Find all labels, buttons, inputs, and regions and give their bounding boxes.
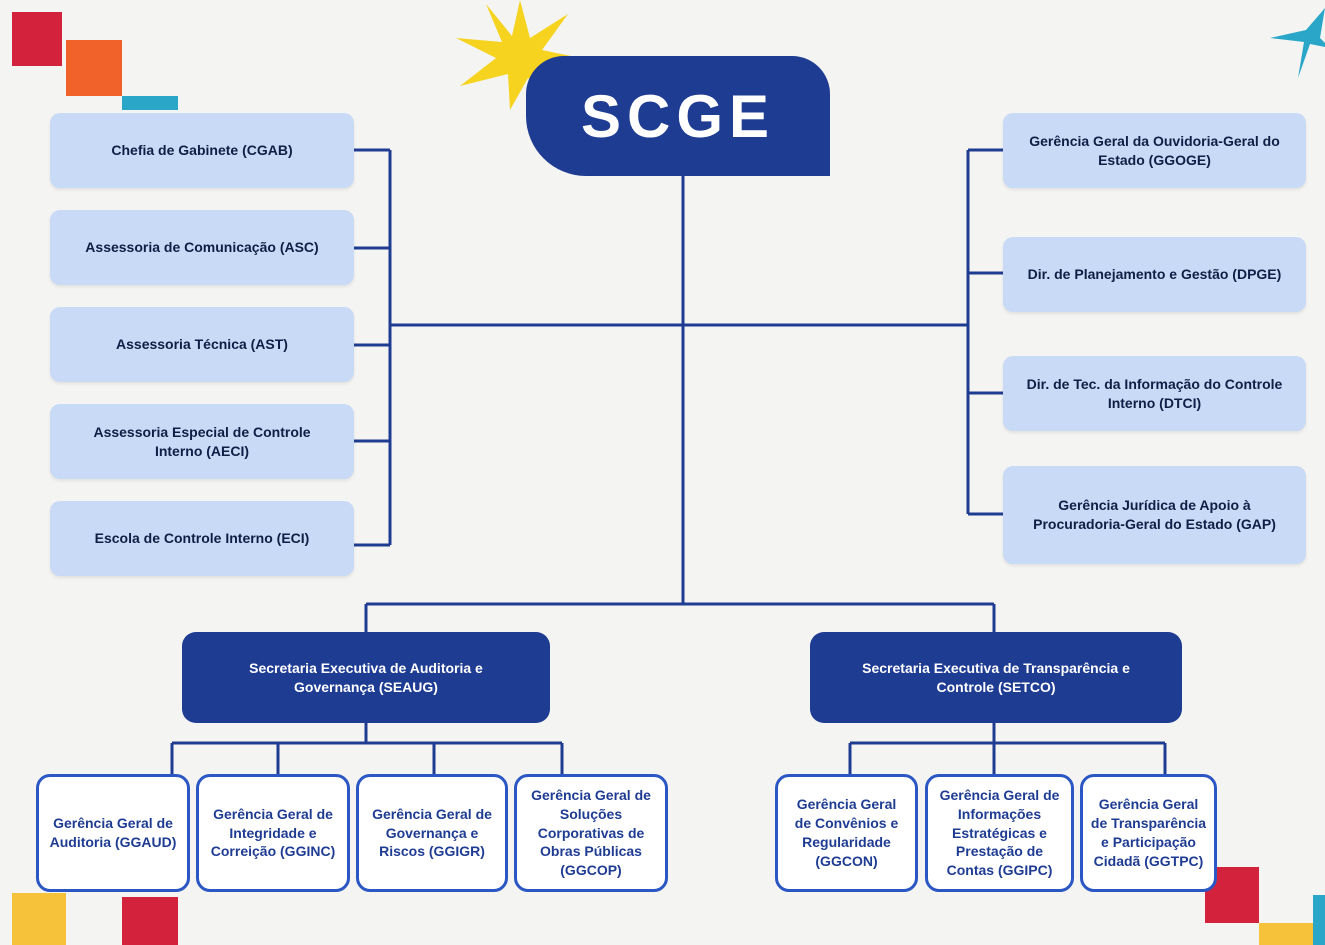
bottom-right-decoration bbox=[1205, 867, 1325, 945]
unit-ggcop: Gerência Geral de Soluções Corporativas … bbox=[514, 774, 668, 892]
unit-aeci: Assessoria Especial de Controle Interno … bbox=[50, 404, 354, 479]
top-left-decoration bbox=[12, 12, 178, 110]
unit-dtci: Dir. de Tec. da Informação do Controle I… bbox=[1003, 356, 1306, 431]
scge-header: SCGE bbox=[526, 56, 830, 176]
unit-gginc: Gerência Geral de Integridade e Correiçã… bbox=[196, 774, 350, 892]
unit-ggcon: Gerência Geral de Convênios e Regularida… bbox=[775, 774, 918, 892]
bottom-left-decoration bbox=[12, 893, 178, 945]
unit-dpge: Dir. de Planejamento e Gestão (DPGE) bbox=[1003, 237, 1306, 312]
secretariat-setco: Secretaria Executiva de Transparência e … bbox=[810, 632, 1182, 723]
unit-ggipc: Gerência Geral de Informações Estratégic… bbox=[925, 774, 1074, 892]
unit-gap: Gerência Jurídica de Apoio à Procuradori… bbox=[1003, 466, 1306, 564]
top-right-star-icon bbox=[1270, 8, 1325, 78]
unit-eci: Escola de Controle Interno (ECI) bbox=[50, 501, 354, 576]
secretariat-seaug: Secretaria Executiva de Auditoria e Gove… bbox=[182, 632, 550, 723]
unit-asc: Assessoria de Comunicação (ASC) bbox=[50, 210, 354, 285]
unit-ggaud: Gerência Geral de Auditoria (GGAUD) bbox=[36, 774, 190, 892]
unit-ggtpc: Gerência Geral de Transparência e Partic… bbox=[1080, 774, 1217, 892]
unit-ggoge: Gerência Geral da Ouvidoria-Geral do Est… bbox=[1003, 113, 1306, 188]
star-icon bbox=[456, 0, 590, 110]
unit-ggigr: Gerência Geral de Governança e Riscos (G… bbox=[356, 774, 508, 892]
unit-cgab: Chefia de Gabinete (CGAB) bbox=[50, 113, 354, 188]
unit-ast: Assessoria Técnica (AST) bbox=[50, 307, 354, 382]
